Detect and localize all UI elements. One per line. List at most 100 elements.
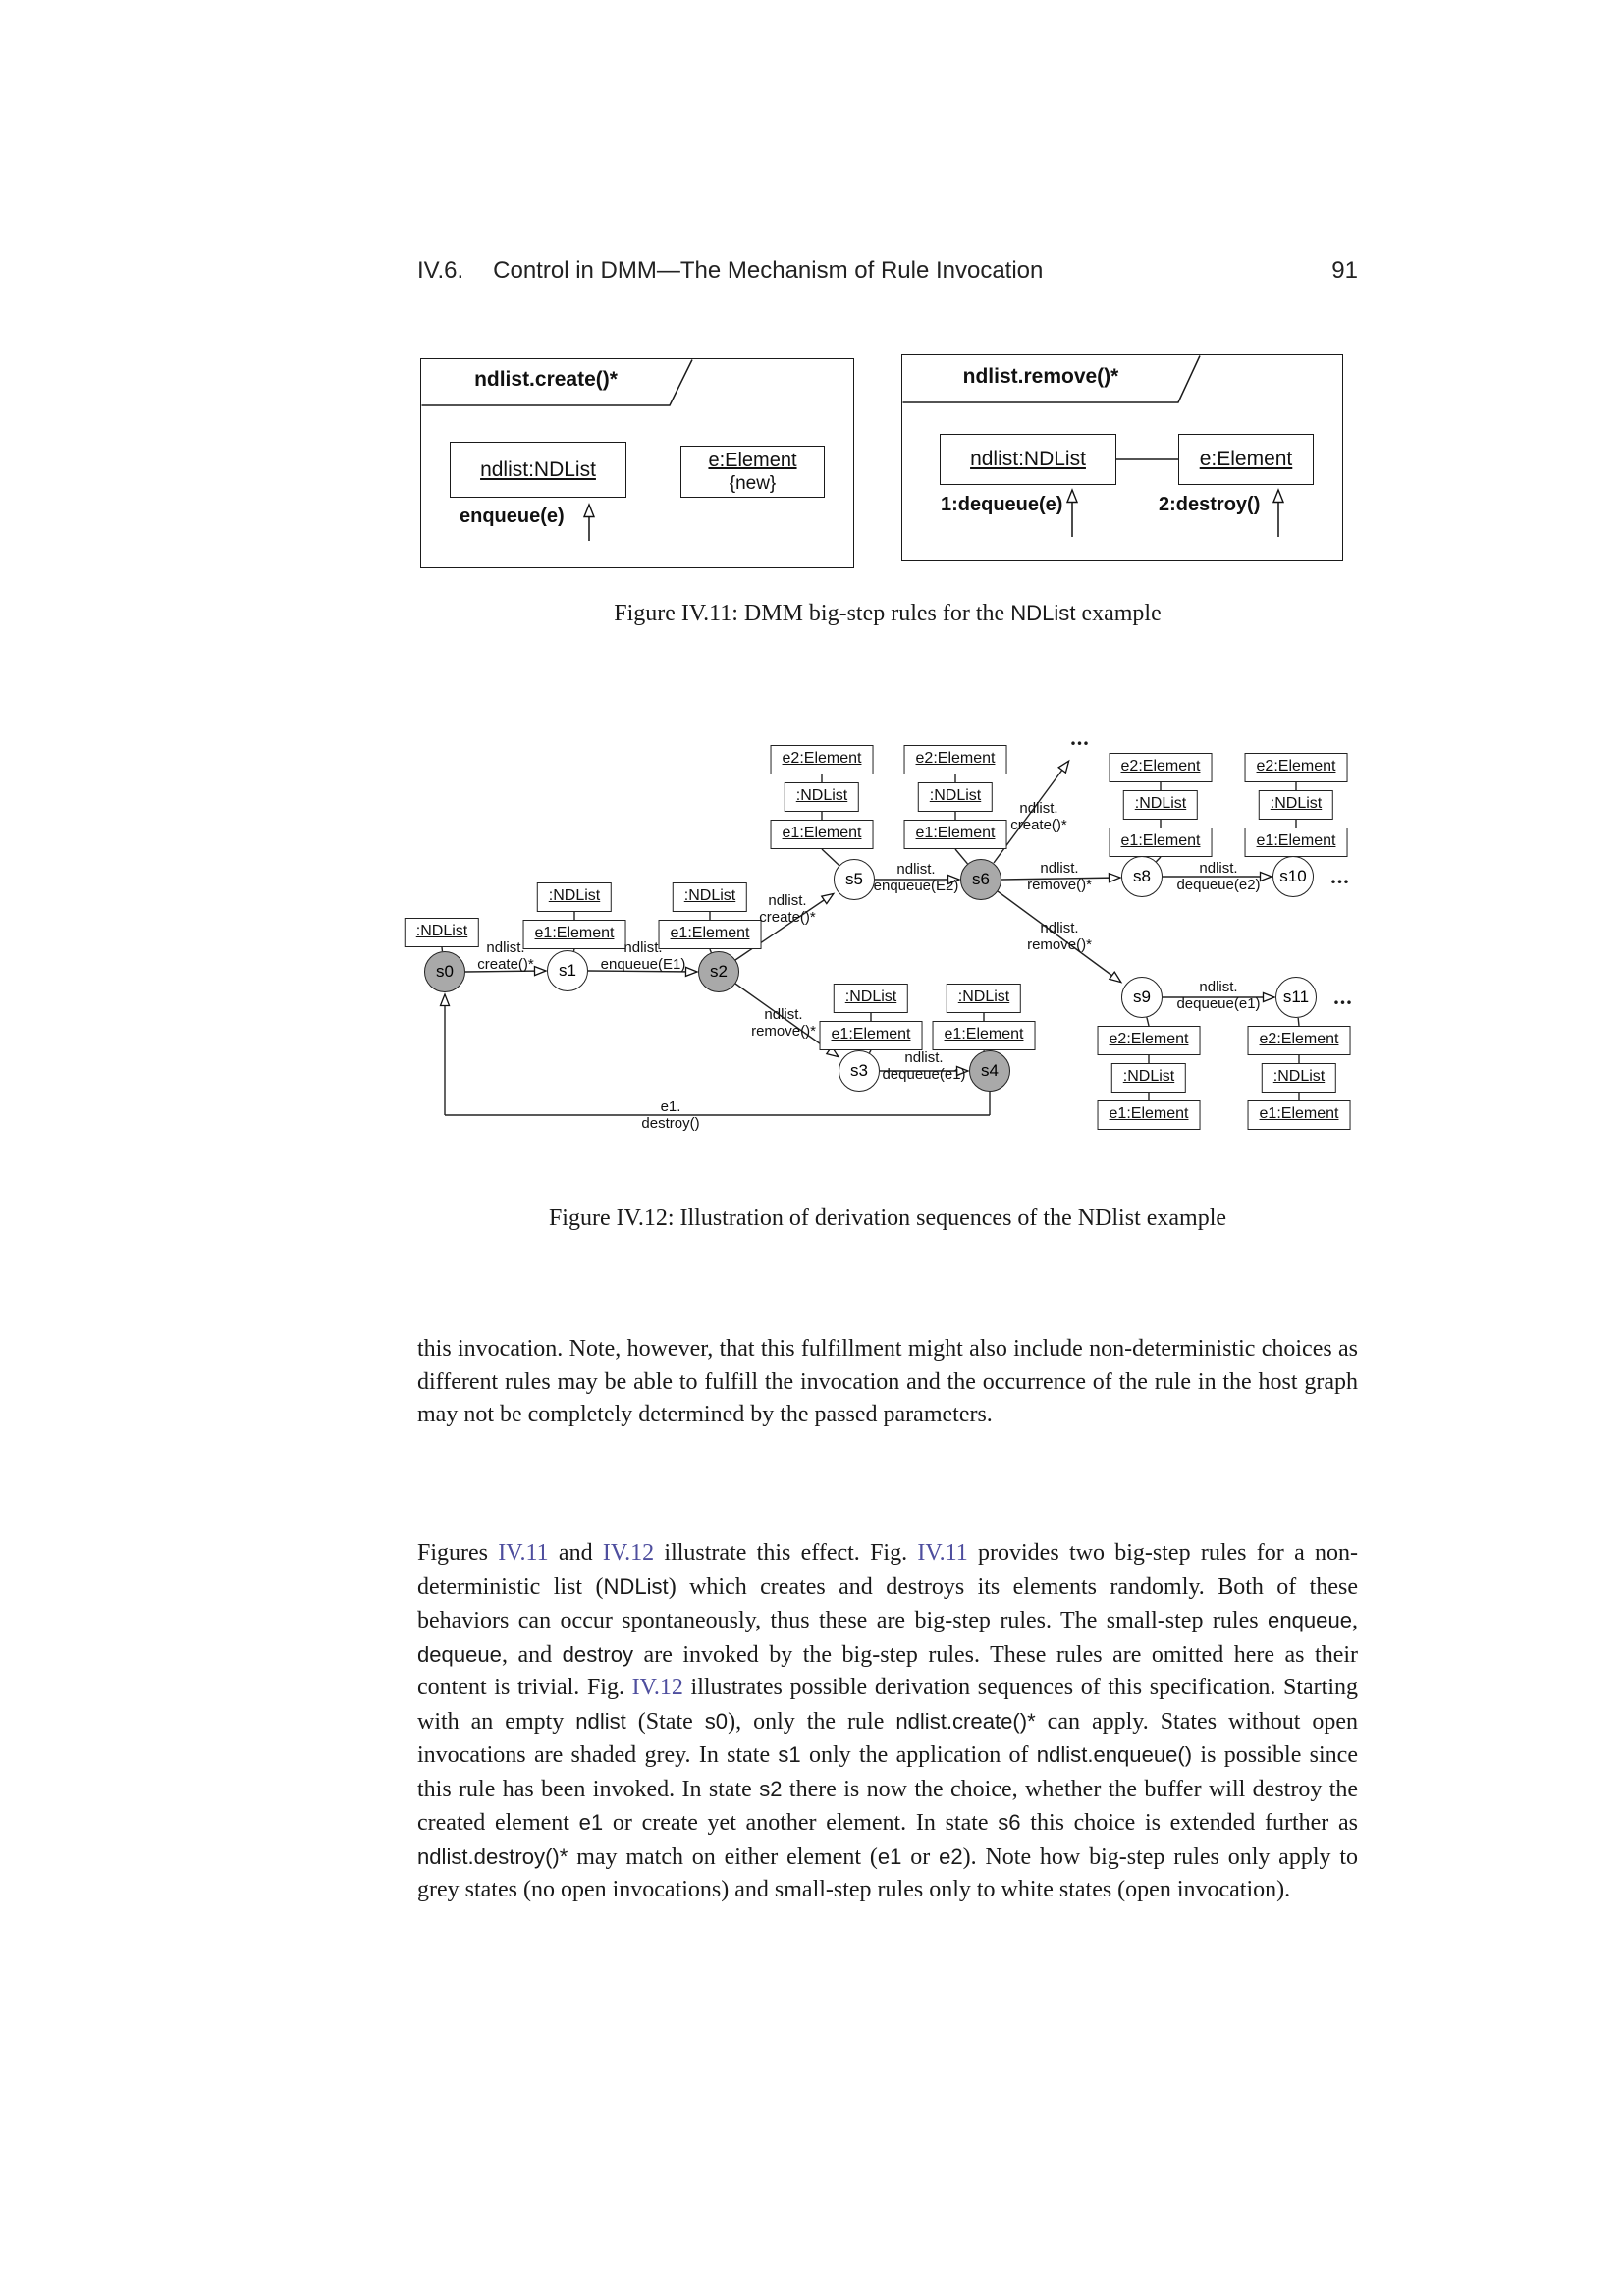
state-s0: s0 (424, 951, 465, 992)
text-segment: is possible since this rule has been inv… (417, 1742, 1358, 1802)
create-rule-tab-label: ndlist.create()* (474, 368, 618, 391)
transition-label: ndlist.remove()* (751, 1006, 816, 1040)
text-segment: illustrate this effect. Fig. (654, 1540, 918, 1566)
text-segment: ) which creates and destroys its element… (417, 1574, 1358, 1634)
remove-rule-tab-outline (902, 355, 1201, 403)
object-box: e2:Element (1247, 1026, 1351, 1055)
text-segment: e2 (939, 1843, 963, 1869)
paragraph-2: Figures IV.11 and IV.12 illustrate this … (417, 1537, 1358, 1907)
object-box: e2:Element (1244, 753, 1348, 782)
text-segment: example (1075, 601, 1162, 626)
text-segment: NDList (603, 1574, 669, 1599)
text-segment: illustrates possible derivation sequence… (417, 1675, 1358, 1735)
object-box: e1:Element (819, 1021, 923, 1050)
paragraph-1: this invocation. Note, however, that thi… (417, 1333, 1358, 1432)
element-object-name: e:Element (708, 449, 797, 471)
object-box: :NDList (404, 918, 480, 947)
connector-line (1297, 1017, 1300, 1027)
element-object-box-create: e:Element {new} (680, 446, 825, 498)
text-segment: provides two big-step rules for a non-de… (417, 1540, 1359, 1600)
object-box: :NDList (946, 984, 1022, 1013)
text-segment: ndlist.enqueue() (1036, 1742, 1193, 1767)
text-segment: destroy (562, 1641, 634, 1667)
object-box: :NDList (1110, 1063, 1187, 1093)
object-box: e1:Element (522, 920, 626, 949)
state-s6: s6 (960, 859, 1001, 900)
section-title: Control in DMM—The Mechanism of Rule Inv… (493, 257, 1044, 284)
continuation-ellipsis: ... (1070, 725, 1090, 750)
text-segment: , (1352, 1608, 1358, 1633)
object-box: :NDList (833, 984, 909, 1013)
object-box: :NDList (672, 882, 748, 912)
figure-reference-link[interactable]: IV.11 (917, 1540, 968, 1566)
enqueue-invocation-label: enqueue(e) (460, 506, 565, 527)
text-segment: this choice is extended further as (1020, 1810, 1358, 1836)
state-s5: s5 (834, 859, 875, 900)
transition-label: ndlist.remove()* (1027, 920, 1092, 953)
text-segment: this invocation. Note, however, that thi… (417, 1336, 1358, 1427)
text-segment: s0 (704, 1708, 729, 1734)
object-box: e1:Element (903, 820, 1007, 849)
text-segment: (State (625, 1708, 705, 1735)
destroy-invocation-label: 2:destroy() (1159, 494, 1261, 515)
object-box: e1:Element (1247, 1100, 1351, 1130)
object-box: :NDList (1122, 790, 1199, 820)
figure-reference-link[interactable]: IV.11 (498, 1540, 549, 1566)
object-box: e1:Element (1109, 828, 1213, 857)
object-box: e2:Element (1109, 753, 1213, 782)
transition-label: ndlist.create()* (759, 892, 816, 926)
object-box: :NDList (1258, 790, 1334, 820)
transition-label: ndlist.remove()* (1027, 860, 1092, 893)
object-box: :NDList (784, 782, 860, 812)
ndlist-object-box-remove: ndlist:NDList (940, 434, 1116, 485)
figure-11-caption: Figure IV.11: DMM big-step rules for the… (417, 601, 1358, 627)
create-rule-tab-outline (421, 359, 693, 406)
figure-reference-link[interactable]: IV.12 (602, 1540, 655, 1566)
section-heading: IV.6. Control in DMM—The Mechanism of Ru… (417, 257, 1043, 285)
figure-11-graphics (421, 355, 1285, 541)
state-s4: s4 (969, 1050, 1010, 1092)
transition-arrow (587, 966, 699, 978)
running-head: IV.6. Control in DMM—The Mechanism of Ru… (417, 257, 1358, 294)
new-stereotype-tag: {new} (729, 472, 777, 494)
object-box: e2:Element (1097, 1026, 1201, 1055)
create-rule-frame (420, 358, 854, 568)
figure-12-diagram: :NDList :NDList e1:Element :NDList e1:Elemen… (393, 717, 1434, 1148)
text-segment: ndlist (575, 1708, 626, 1734)
text-segment: Figure IV.12: Illustration of derivation… (548, 1205, 1227, 1231)
text-segment: s1 (778, 1742, 801, 1767)
text-segment: may match on either element ( (568, 1843, 878, 1870)
state-s9: s9 (1121, 977, 1163, 1018)
text-segment: e1 (877, 1843, 902, 1869)
text-segment: or (901, 1843, 940, 1870)
text-segment: s6 (998, 1810, 1021, 1835)
state-s10: s10 (1272, 856, 1314, 897)
text-segment: s2 (759, 1776, 783, 1801)
figure-12-caption: Figure IV.12: Illustration of derivation… (417, 1205, 1358, 1232)
section-number: IV.6. (417, 257, 464, 284)
text-segment: are invoked by the big-step rules. These… (417, 1641, 1359, 1701)
object-box: :NDList (536, 882, 613, 912)
state-s8: s8 (1121, 856, 1163, 897)
text-segment: NDList (1010, 601, 1076, 625)
continuation-ellipsis: ... (1330, 864, 1350, 888)
text-segment: , and (501, 1641, 563, 1668)
text-segment: Figure IV.11: DMM big-step rules for the (614, 601, 1011, 626)
element-object-box-remove: e:Element (1178, 434, 1314, 485)
object-box: :NDList (917, 782, 994, 812)
text-segment: and (548, 1540, 603, 1566)
text-segment: can apply. States without open invocatio… (417, 1708, 1358, 1769)
transition-label: ndlist.dequeue(e2) (1176, 860, 1261, 893)
text-segment: ), only the rule (728, 1708, 896, 1735)
object-box: :NDList (1261, 1063, 1337, 1093)
object-box: e1:Element (658, 920, 762, 949)
transition-label: ndlist.dequeue(e1) (1176, 979, 1261, 1012)
text-segment: dequeue (417, 1641, 502, 1667)
state-s2: s2 (698, 951, 739, 992)
figure-reference-link[interactable]: IV.12 (631, 1675, 683, 1700)
object-box: e1:Element (1244, 828, 1348, 857)
text-segment: ndlist.destroy()* (417, 1843, 568, 1869)
page-number: 91 (1331, 257, 1358, 284)
connector-line (821, 848, 840, 867)
